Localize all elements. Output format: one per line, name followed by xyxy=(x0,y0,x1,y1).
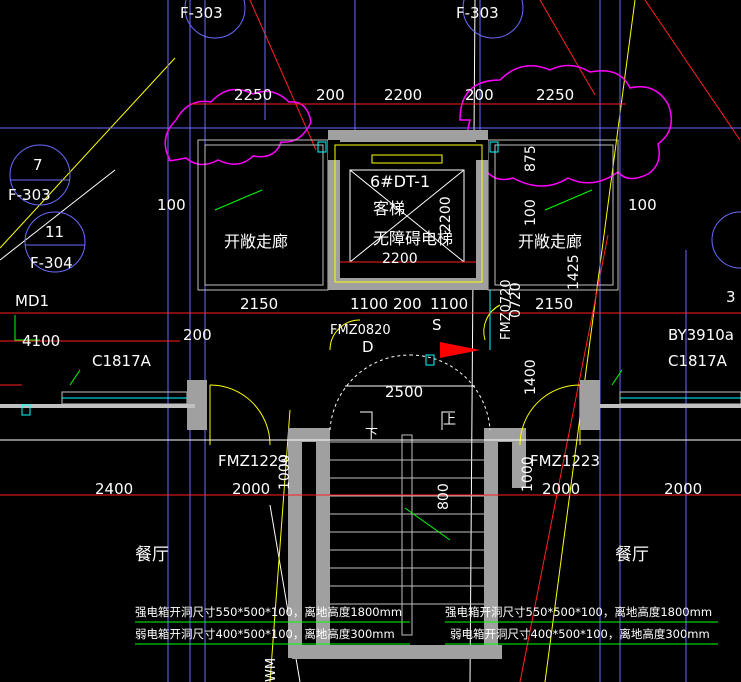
green-leaders xyxy=(14,189,718,623)
dim-2000-mid: 2000 xyxy=(542,480,580,498)
stair-walls xyxy=(288,428,526,659)
revision-clouds xyxy=(164,64,673,187)
axis-bubble-11: 11 xyxy=(45,223,64,241)
note-weak-right: 弱电箱开洞尺寸400*500*100，离地高度300mm xyxy=(450,627,710,641)
dim-200: 200 xyxy=(183,326,212,344)
dim-v-1000-left: 1000 xyxy=(277,454,293,490)
stair-treads xyxy=(330,434,484,636)
dim-v-1400: 1400 xyxy=(523,359,539,395)
fmz1223-left: FMZ1223 xyxy=(218,452,288,470)
dim-v-2200: 2200 xyxy=(438,196,454,232)
dim-top-2: 200 xyxy=(316,86,345,104)
diagonal-line xyxy=(0,169,116,261)
dim-mid-5: 2150 xyxy=(535,295,573,313)
axis-tag-f303-left: F-303 xyxy=(180,4,223,22)
dim-mid-3: 200 xyxy=(393,295,422,313)
corridor-left-label: 开敞走廊 xyxy=(224,232,288,251)
md1-label: MD1 xyxy=(15,292,49,310)
c1817a-left: C1817A xyxy=(92,352,152,370)
dim-mid-1: 2150 xyxy=(240,295,278,313)
diagonal-line xyxy=(249,0,317,151)
dim-top-1: 2250 xyxy=(234,86,272,104)
axis-tag-f304: F-304 xyxy=(30,254,73,272)
fmz0820-label: FMZ0820 xyxy=(330,323,391,338)
dim-v-0720: 0720 xyxy=(508,282,524,318)
elevator-shaft xyxy=(328,130,488,290)
note-strong-left: 强电箱开洞尺寸550*500*100，离地高度1800mm xyxy=(135,605,402,619)
axis-tag-3: 3 xyxy=(726,288,736,306)
dim-top-4: 200 xyxy=(465,86,494,104)
dim-v-875: 875 xyxy=(523,145,539,172)
red-marker xyxy=(440,342,480,358)
dim-4100: 4100 xyxy=(22,332,60,350)
dim-right-100: 100 xyxy=(628,196,657,214)
elevator-id: 6#DT-1 xyxy=(370,172,430,191)
dim-2200-inner: 2200 xyxy=(382,251,418,267)
axis-tag-f303-right: F-303 xyxy=(456,4,499,22)
axis-bubble-7: 7 xyxy=(33,156,43,174)
fmz0720-label: FMZ0720 xyxy=(499,279,514,340)
c1817a-right: C1817A xyxy=(668,352,728,370)
windows xyxy=(0,380,741,430)
dim-2400: 2400 xyxy=(95,480,133,498)
dim-mid-4: 1100 xyxy=(430,295,468,313)
stair-arrows xyxy=(360,411,455,430)
diagonal-line xyxy=(644,0,741,141)
axis-bubbles xyxy=(9,0,741,273)
diagonal-line xyxy=(539,0,596,96)
by3910a-label: BY3910a xyxy=(668,326,734,344)
d-letter: D xyxy=(362,338,374,356)
note-strong-right: 强电箱开洞尺寸550*500*100，离地高度1800mm xyxy=(445,605,712,619)
dim-v-800: 800 xyxy=(436,483,452,510)
diagonal-line xyxy=(269,409,291,682)
diagonal-line xyxy=(0,57,176,249)
dimension-lines xyxy=(0,103,741,496)
dining-right-label: 餐厅 xyxy=(615,545,649,565)
dim-left-100: 100 xyxy=(157,196,186,214)
elevator-type: 客梯 xyxy=(373,199,405,218)
dim-2000-right: 2000 xyxy=(664,480,702,498)
stair-up-label: 上 xyxy=(443,413,456,428)
cyan-markers xyxy=(21,141,499,416)
stair-down-label: 下 xyxy=(365,427,378,442)
dim-top-5: 2250 xyxy=(536,86,574,104)
dining-left-label: 餐厅 xyxy=(135,545,169,565)
fmz1223-right: FMZ1223 xyxy=(530,452,600,470)
dim-2000-left: 2000 xyxy=(232,480,270,498)
s-letter: S xyxy=(432,316,442,334)
wm-label: WM xyxy=(264,658,279,682)
dim-mid-2: 1100 xyxy=(350,295,388,313)
dim-v-100: 100 xyxy=(523,199,539,226)
elevator-accessible: 无障碍电梯 xyxy=(373,229,453,248)
dim-v-1000-right: 1000 xyxy=(520,456,536,492)
corridor-right-label: 开敞走廊 xyxy=(518,232,582,251)
dim-v-1425: 1425 xyxy=(566,254,582,290)
dim-top-3: 2200 xyxy=(384,86,422,104)
diagonal-line xyxy=(519,234,609,682)
note-weak-left: 弱电箱开洞尺寸400*500*100，离地高度300mm xyxy=(135,627,395,641)
dim-2500: 2500 xyxy=(385,383,423,401)
axis-tag-f303-mid: F-303 xyxy=(8,186,51,204)
